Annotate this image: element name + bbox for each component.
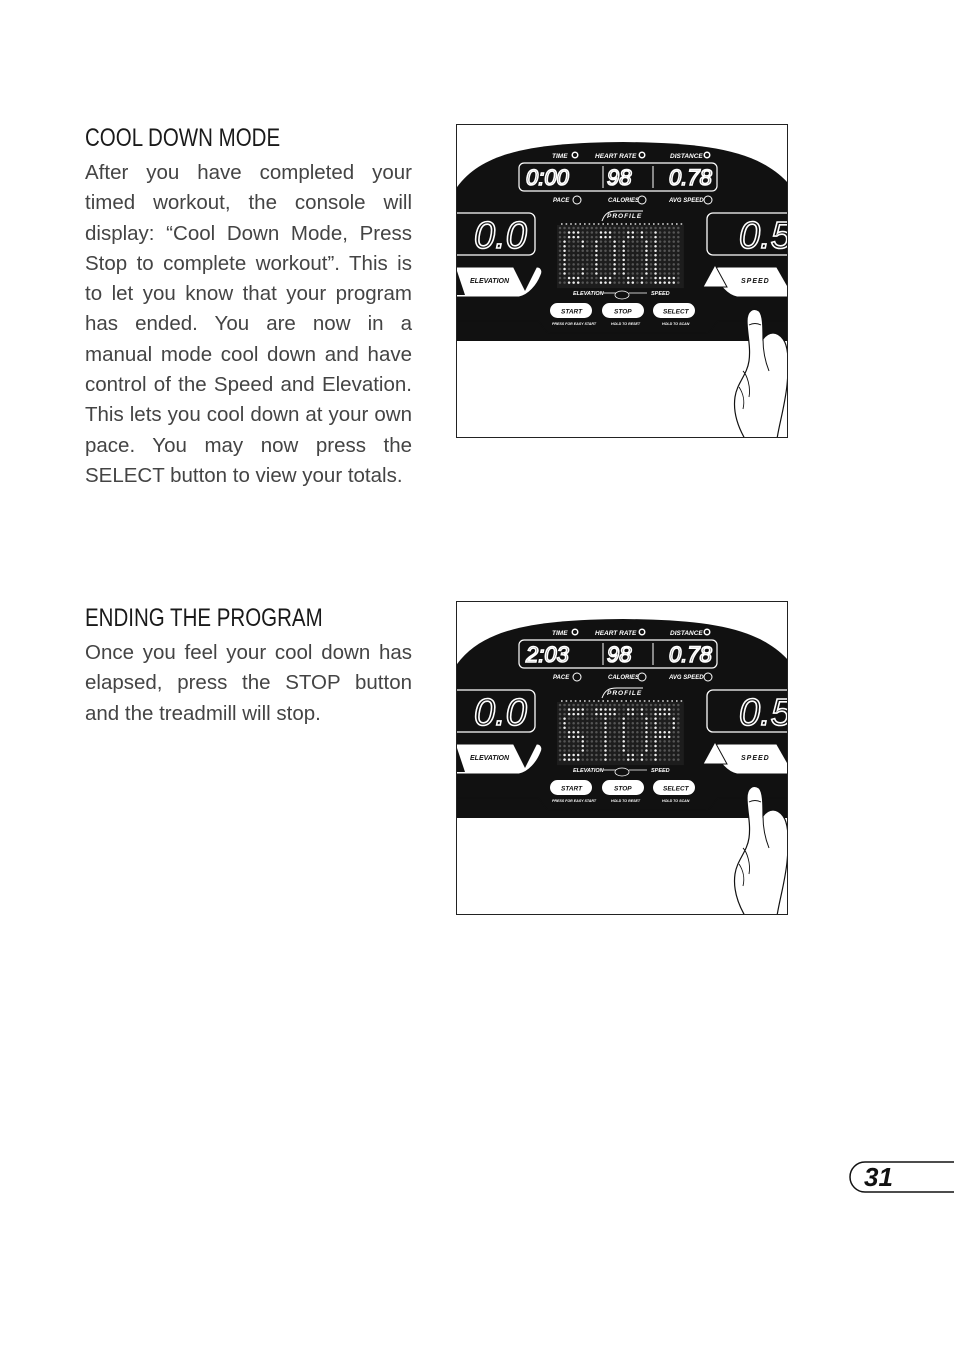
speed-readout-frame [706,689,787,733]
distance-readout: 0.78 [669,165,713,190]
select-hint: HOLD TO SCAN [662,799,690,803]
calories-indicator-icon [637,672,647,682]
speed-readout: 0.5 [739,215,788,257]
start-button [550,780,592,795]
heart-rate-readout: 98 [607,642,632,667]
elevation-readout: 0.0 [474,215,527,257]
profile-scale [561,223,683,226]
dot-matrix-display [557,702,684,766]
distance-label: DISTANCE [670,630,703,637]
pointing-hand-icon [733,308,787,437]
matrix-speed-label: SPEED [651,291,670,297]
calories-label: CALORIES [608,198,639,204]
avg-speed-label: AVG SPEED [668,675,704,681]
section-body-cool-down: After you have completed your timed work… [85,161,412,487]
select-hint: HOLD TO SCAN [662,322,690,326]
section-body-ending-program: Once you feel your cool down has elapsed… [85,641,412,725]
heart-rate-label: HEART RATE [595,630,637,637]
page-number-tab [849,1161,954,1193]
calories-indicator-icon [637,195,647,205]
avg-speed-label: AVG SPEED [668,198,704,204]
pace-indicator-icon [572,672,582,682]
stop-button-label: STOP [614,309,632,316]
elevation-down-button [513,744,537,768]
avg-speed-indicator-icon [703,195,713,205]
pace-indicator-icon [572,195,582,205]
heart-rate-label: HEART RATE [595,153,637,160]
start-button-label: START [561,786,583,793]
time-label: TIME [552,153,568,160]
speed-up-button [702,740,728,765]
time-label: TIME [552,630,568,637]
heart-rate-readout: 98 [607,165,632,190]
distance-label: DISTANCE [670,153,703,160]
speed-up-button [702,263,728,288]
pointing-hand-icon [733,785,787,914]
profile-scale [561,700,683,703]
stop-hint: HOLD TO RESET [611,322,641,326]
time-readout: 0:00 [526,165,570,190]
start-button [550,303,592,318]
speed-readout-frame [706,212,787,256]
matrix-elevation-label: ELEVATION [573,768,605,774]
elevation-up-button [457,748,465,772]
select-button-label: SELECT [663,309,690,316]
matrix-elevation-label: ELEVATION [573,291,605,297]
start-hint: PRESS FOR EASY START [552,322,597,326]
page-number: 31 [864,1162,893,1192]
brand-logo-icon [614,767,630,777]
dot-matrix-display [557,225,684,289]
pace-label: PACE [553,198,570,204]
brand-logo-icon [614,290,630,300]
speed-label: SPEED [741,755,770,762]
speed-down-button [775,742,787,763]
elevation-down-button [513,267,537,291]
readout-frame [518,162,718,192]
elevation-readout-frame [457,689,536,733]
select-button-label: SELECT [663,786,690,793]
distance-readout: 0.78 [669,642,713,667]
calories-label: CALORIES [608,675,639,681]
elevation-readout: 0.0 [474,692,527,734]
speed-readout: 0.5 [739,692,788,734]
start-button-label: START [561,309,583,316]
elevation-label: ELEVATION [470,755,510,762]
select-button [653,303,695,318]
speed-label: SPEED [741,278,770,285]
readout-frame [518,639,718,669]
time-readout: 2:03 [525,642,570,667]
pace-label: PACE [553,675,570,681]
elevation-readout-frame [457,212,536,256]
stop-button-label: STOP [614,786,632,793]
stop-button [602,780,644,795]
profile-label: PROFILE [607,213,642,220]
start-hint: PRESS FOR EASY START [552,799,597,803]
speed-down-button [775,265,787,286]
elevation-up-button [457,271,465,295]
profile-label: PROFILE [607,690,642,697]
section-heading-cool-down: COOL DOWN MODE [85,124,281,152]
stop-button [602,303,644,318]
elevation-label: ELEVATION [470,278,510,285]
select-button [653,780,695,795]
avg-speed-indicator-icon [703,672,713,682]
section-heading-ending-program: ENDING THE PROGRAM [85,604,323,632]
matrix-speed-label: SPEED [651,768,670,774]
stop-hint: HOLD TO RESET [611,799,641,803]
